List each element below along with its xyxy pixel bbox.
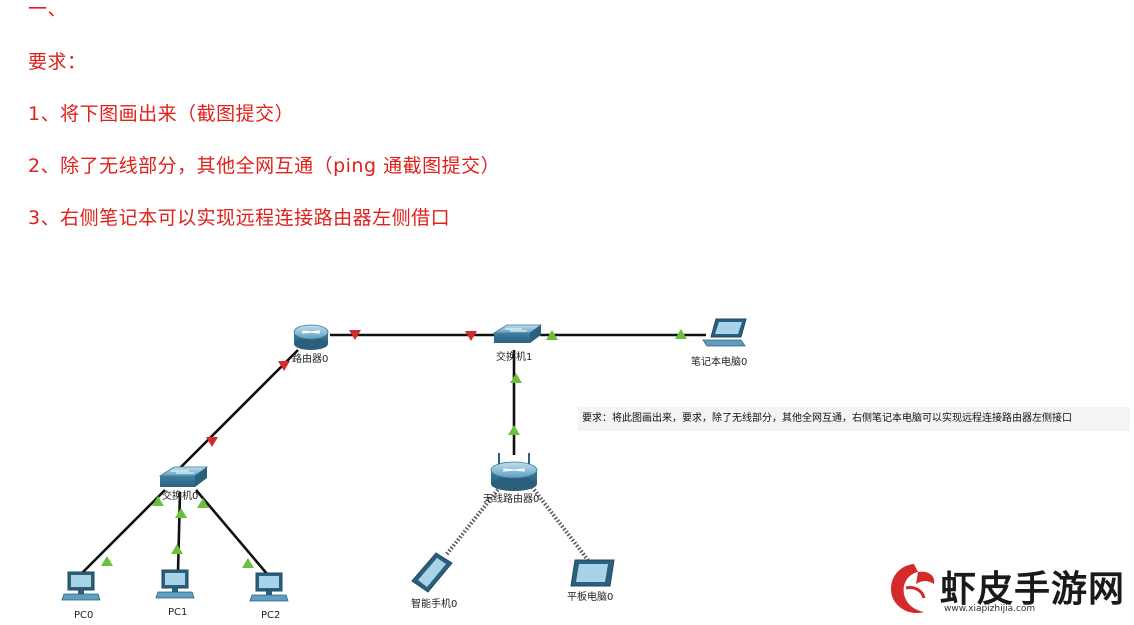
cable-router-switch0	[177, 349, 299, 471]
link-up-indicator	[510, 373, 522, 383]
requirement-2: 2、除了无线部分，其他全网互通（ping 通截图提交）	[28, 155, 501, 177]
link-up-indicator	[546, 330, 558, 340]
wireless-router-icon[interactable]	[490, 453, 538, 491]
wireless-link-tablet	[530, 485, 590, 562]
tablet0-label: 平板电脑0	[567, 590, 613, 603]
link-down-indicator	[278, 361, 290, 371]
switch1-label: 交换机1	[496, 350, 532, 363]
cable-switch0-pc1	[176, 491, 182, 573]
heading: 一、	[28, 0, 68, 20]
tablet-icon[interactable]	[570, 559, 615, 587]
link-up-indicator	[152, 496, 164, 506]
wireless-link-phone	[444, 485, 502, 557]
switch-icon[interactable]	[492, 324, 543, 343]
link-up-indicator	[675, 329, 687, 339]
link-up-indicator	[175, 508, 187, 518]
pc1-label: PC1	[168, 607, 187, 618]
link-down-indicator	[349, 330, 361, 340]
pc0-label: PC0	[74, 610, 93, 621]
laptop0-label: 笔记本电脑0	[691, 355, 747, 368]
link-down-indicator	[206, 437, 218, 447]
shrimp-logo-icon	[890, 564, 935, 614]
link-indicators	[101, 329, 687, 568]
pc2-label: PC2	[261, 610, 280, 621]
cable-switch0-pc2	[195, 489, 269, 576]
link-up-indicator	[508, 425, 520, 435]
link-up-indicator	[197, 498, 209, 508]
requirement-note: 要求：将此图画出来，要求，除了无线部分，其他全网互通，右侧笔记本电脑可以实现远程…	[578, 407, 1130, 431]
pc-icon[interactable]	[155, 569, 195, 599]
requirement-1: 1、将下图画出来（截图提交）	[28, 103, 295, 125]
requirements-title: 要求：	[28, 51, 87, 73]
pc-icon[interactable]	[249, 572, 289, 602]
link-down-indicator	[465, 331, 477, 341]
cable-switch0-pc0	[79, 489, 166, 576]
switch0-label: 交换机0	[162, 489, 198, 502]
watermark-url: www.xiapizhijia.com	[944, 604, 1036, 614]
watermark: 虾皮手游网 www.xiapizhijia.com	[884, 558, 1128, 620]
wireless-router0-label: 无线路由器0	[483, 492, 539, 505]
switch-icon[interactable]	[158, 466, 209, 487]
requirement-3: 3、右侧笔记本可以实现远程连接路由器左侧借口	[28, 207, 451, 229]
link-up-indicator	[171, 544, 183, 554]
router0-label: 路由器0	[292, 352, 328, 365]
wireless-links	[444, 485, 590, 562]
link-up-indicator	[242, 558, 254, 568]
laptop-icon[interactable]	[702, 318, 747, 347]
router-icon[interactable]	[293, 324, 329, 350]
pc-icon[interactable]	[61, 571, 101, 601]
smartphone-icon[interactable]	[411, 552, 453, 593]
link-up-indicator	[101, 556, 113, 566]
phone0-label: 智能手机0	[411, 597, 457, 610]
cables	[79, 333, 706, 576]
watermark-title: 虾皮手游网	[940, 569, 1126, 610]
